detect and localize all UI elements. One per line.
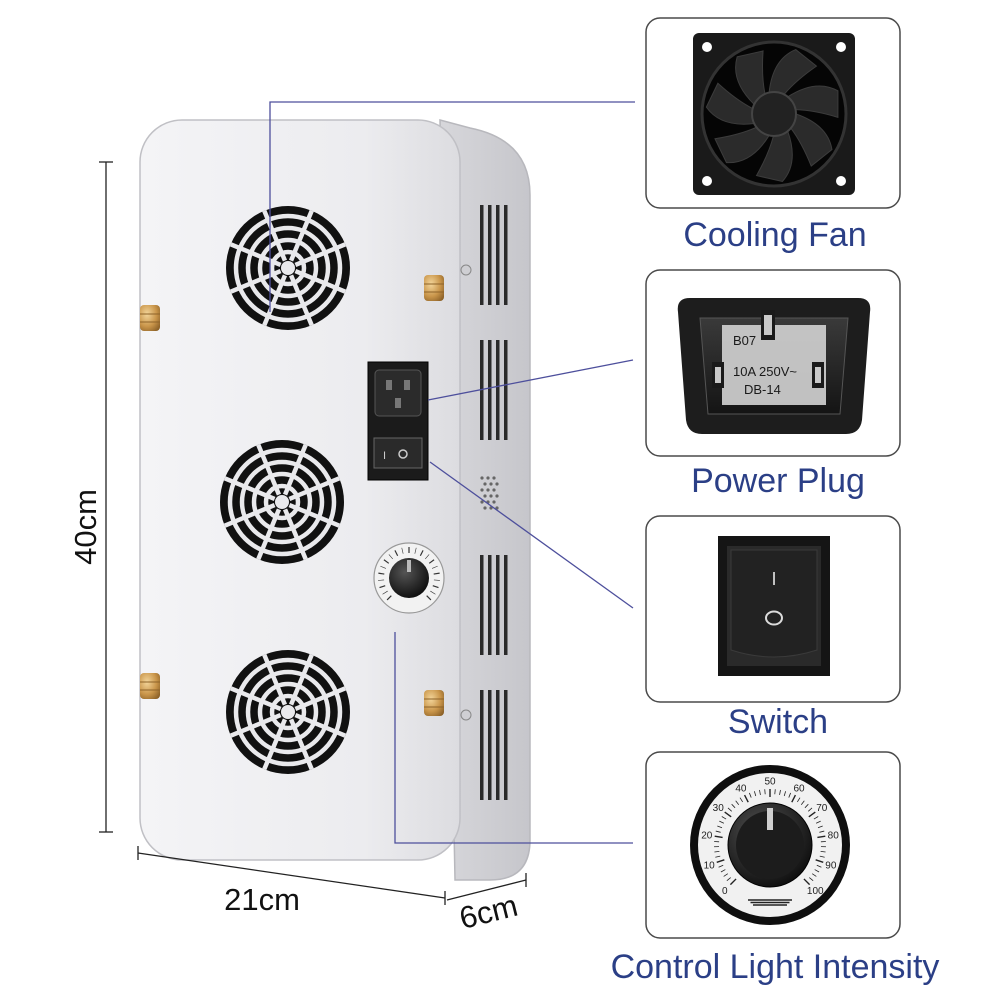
housing-switch-on-mark: I bbox=[383, 450, 386, 462]
dial-scale-label: 70 bbox=[816, 803, 828, 814]
socket-rating-text: 10A 250V~ bbox=[733, 364, 797, 379]
vent-slot bbox=[504, 555, 508, 655]
fan-leader-line bbox=[269, 101, 635, 312]
fan-grilles bbox=[220, 206, 350, 774]
fan-grille bbox=[220, 440, 344, 564]
side-screw bbox=[460, 264, 472, 276]
power-module: I bbox=[367, 361, 429, 481]
dimmer-label: Control Light Intensity bbox=[611, 948, 940, 986]
dial-scale-label: 50 bbox=[764, 777, 776, 788]
power-socket-icon: B07 10A 250V~ DB-14 bbox=[677, 298, 871, 434]
vent-slot bbox=[504, 690, 508, 800]
vent-slot bbox=[496, 555, 500, 655]
vent-slot bbox=[496, 690, 500, 800]
depth-dimension-line bbox=[446, 879, 527, 901]
vent-slot bbox=[480, 205, 484, 305]
vent-slot bbox=[496, 340, 500, 440]
vent-slot bbox=[496, 205, 500, 305]
dial-scale-label: 0 bbox=[722, 886, 728, 897]
width-label: 21cm bbox=[224, 882, 300, 917]
power-plug-callout: B07 10A 250V~ DB-14 bbox=[645, 269, 901, 457]
cooling-fan-callout bbox=[645, 17, 901, 209]
vent-slot bbox=[488, 690, 492, 800]
dial-scale-label: 20 bbox=[701, 830, 713, 841]
dial-scale-label: 10 bbox=[704, 860, 716, 871]
side-vents bbox=[480, 205, 508, 800]
cooling-fan-icon bbox=[693, 33, 855, 195]
dial-scale-label: 90 bbox=[825, 860, 837, 871]
fan-grille bbox=[226, 650, 350, 774]
dial-scale-label: 100 bbox=[807, 886, 824, 897]
dial-scale-label: 60 bbox=[793, 783, 805, 794]
vent-slot bbox=[504, 340, 508, 440]
height-label: 40cm bbox=[68, 489, 103, 565]
socket-model-text: B07 bbox=[733, 333, 756, 348]
leader-lines bbox=[269, 101, 635, 844]
socket-type-text: DB-14 bbox=[744, 382, 781, 397]
switch-label: Switch bbox=[728, 703, 828, 741]
switch-on-mark: I bbox=[771, 569, 776, 589]
power-plug-label: Power Plug bbox=[691, 462, 865, 500]
vent-slot bbox=[504, 205, 508, 305]
plug-leader-line bbox=[427, 359, 634, 401]
housing-rocker-switch bbox=[373, 437, 423, 469]
dial-scale-label: 40 bbox=[735, 783, 747, 794]
vent-slot bbox=[480, 690, 484, 800]
led-grow-light-housing: I bbox=[139, 119, 531, 881]
housing-dimmer-knob bbox=[373, 542, 445, 614]
vent-slot bbox=[488, 555, 492, 655]
dial-scale-label: 30 bbox=[713, 803, 725, 814]
dial-scale-label: 80 bbox=[828, 830, 840, 841]
brass-screw bbox=[424, 690, 444, 716]
vent-slot bbox=[480, 555, 484, 655]
dimmer-callout: 0 10 20 30 40 50 60 70 80 90 100 bbox=[645, 751, 901, 939]
vent-slot bbox=[488, 340, 492, 440]
rocker-switch-icon: I bbox=[718, 536, 830, 676]
switch-leader-line bbox=[429, 461, 634, 609]
switch-callout: I bbox=[645, 515, 901, 703]
dial-leader-line bbox=[394, 632, 633, 844]
fan-grille bbox=[226, 206, 350, 330]
width-dimension-line bbox=[137, 852, 446, 899]
dimmer-knob-icon: 0 10 20 30 40 50 60 70 80 90 100 bbox=[690, 765, 850, 925]
brass-screw bbox=[424, 275, 444, 301]
housing-power-socket bbox=[374, 369, 422, 417]
dimension-markers bbox=[99, 161, 527, 905]
brass-screw bbox=[140, 305, 160, 331]
vent-slot bbox=[488, 205, 492, 305]
cooling-fan-label: Cooling Fan bbox=[683, 216, 866, 254]
side-screw bbox=[460, 709, 472, 721]
mounting-screws bbox=[140, 275, 444, 716]
brass-screw bbox=[140, 673, 160, 699]
